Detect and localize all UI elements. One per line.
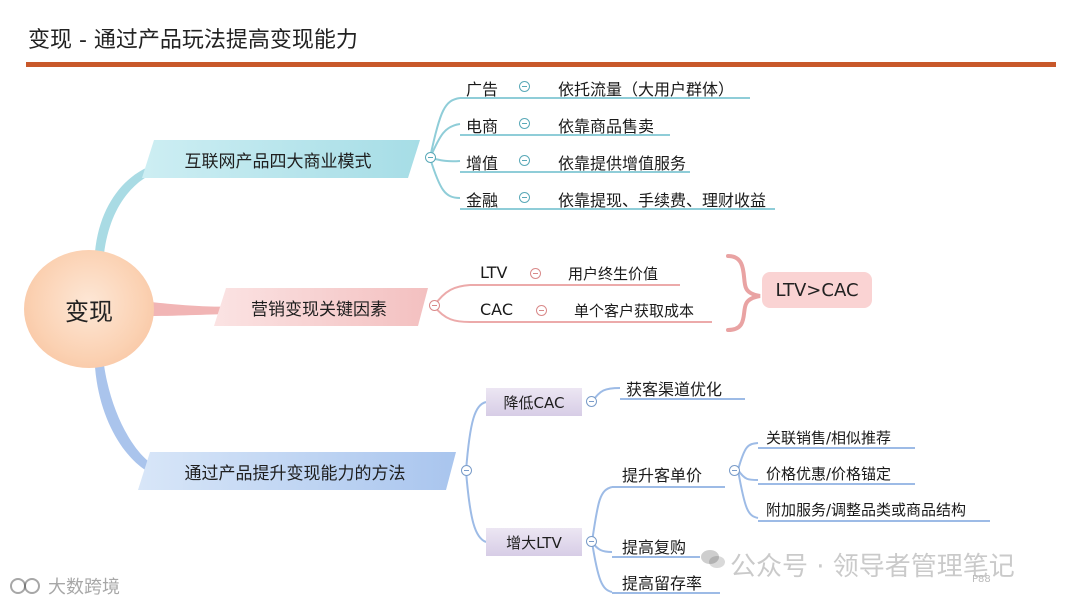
collapse-icon[interactable] [519, 118, 530, 129]
upsell-child-2: 价格优惠/价格锚定 [766, 465, 892, 483]
model-value-value-added: 依靠提供增值服务 [558, 154, 687, 173]
branch3-label: 通过产品提升变现能力的方法 [138, 452, 452, 490]
model-key-ecommerce: 电商 [466, 117, 499, 136]
collapse-icon[interactable] [586, 396, 597, 407]
collapse-icon[interactable] [536, 305, 547, 316]
model-value-ad: 依托流量（大用户群体） [558, 80, 735, 99]
model-value-finance: 依靠提现、手续费、理财收益 [558, 191, 767, 210]
page-title: 变现 - 通过产品玩法提高变现能力 [28, 28, 358, 53]
collapse-icon[interactable] [519, 81, 530, 92]
branch1-label-shape [142, 140, 420, 178]
increase-ltv-node: 增大LTV [486, 528, 582, 556]
branch2-label-shape [214, 288, 428, 326]
reduce-cac-box-shape [486, 388, 582, 416]
branch-connector-pink [150, 302, 232, 316]
collapse-icon[interactable] [429, 300, 440, 311]
model-key-ad: 广告 [466, 80, 499, 99]
title-divider [26, 62, 1056, 67]
collapse-icon[interactable] [586, 536, 597, 547]
model-key-finance: 金融 [466, 191, 499, 210]
branch2-label-text: 营销变现关键因素 [251, 299, 387, 320]
central-topic: 变现 [24, 250, 154, 368]
collapse-icon[interactable] [461, 465, 472, 476]
branch1-label-text: 互联网产品四大商业模式 [184, 151, 372, 172]
page-number: P88 [972, 574, 991, 585]
conclusion-box: LTV>CAC [762, 272, 872, 308]
branch-connector-blue [95, 365, 165, 478]
watermark-brand: 大数跨境 [48, 577, 120, 598]
branch1-label: 互联网产品四大商业模式 [142, 140, 414, 178]
factor-key-cac: CAC [480, 300, 514, 319]
central-topic-label: 变现 [65, 297, 113, 326]
factor-value-cac: 单个客户获取成本 [574, 302, 695, 320]
branch3-label-shape [138, 452, 456, 490]
model-value-ecommerce: 依靠商品售卖 [558, 117, 655, 136]
branch2-label: 营销变现关键因素 [214, 288, 424, 326]
factor-key-ltv: LTV [480, 263, 508, 282]
conclusion-text: LTV>CAC [775, 279, 859, 301]
upsell-label: 提升客单价 [622, 466, 703, 485]
collapse-icon[interactable] [530, 268, 541, 279]
brand-logo-icon [10, 578, 40, 594]
collapse-icon[interactable] [519, 155, 530, 166]
upsell-child-3: 附加服务/调整品类或商品结构 [766, 501, 967, 519]
retention-label: 提高留存率 [622, 574, 703, 593]
increase-ltv-label: 增大LTV [506, 533, 562, 552]
reduce-cac-node: 降低CAC [486, 388, 582, 416]
watermark-account: 公众号 · 领导者管理笔记 [730, 552, 1015, 582]
repurchase-label: 提高复购 [622, 538, 687, 557]
wechat-icon [701, 550, 725, 568]
upsell-child-1: 关联销售/相似推荐 [766, 429, 892, 447]
collapse-icon[interactable] [729, 465, 740, 476]
collapse-icon[interactable] [425, 152, 436, 163]
channel-optimization-text: 获客渠道优化 [626, 380, 723, 399]
model-key-value-added: 增值 [466, 154, 499, 173]
branch3-label-text: 通过产品提升变现能力的方法 [184, 463, 406, 484]
collapse-icon[interactable] [519, 192, 530, 203]
reduce-cac-label: 降低CAC [503, 393, 565, 412]
increase-ltv-box-shape [486, 528, 582, 556]
brace-shape [726, 254, 761, 332]
factor-value-ltv: 用户终生价值 [568, 265, 659, 283]
